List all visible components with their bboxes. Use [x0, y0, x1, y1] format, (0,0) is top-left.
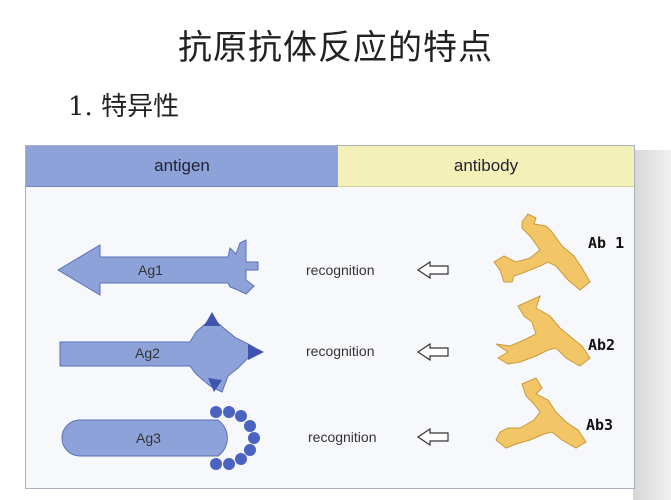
antibody-ab3: Ab3 — [496, 378, 613, 448]
antigen-ag1: Ag1 — [58, 240, 258, 295]
recognition-label-2: recognition — [306, 343, 375, 359]
recognition-label-3: recognition — [308, 429, 377, 445]
antibody-ab1: Ab 1 — [494, 214, 624, 290]
antibody-label-ab1: Ab 1 — [588, 234, 624, 252]
antigen-ag3: Ag3 — [62, 406, 260, 470]
antigen-label-ag1: Ag1 — [138, 262, 163, 278]
antibody-label-ab2: Ab2 — [588, 336, 615, 354]
recognition-label-1: recognition — [306, 262, 375, 278]
left-arrow-icon — [418, 344, 448, 360]
antibody-label-ab3: Ab3 — [586, 416, 613, 434]
left-arrow-icon — [418, 429, 448, 445]
antigen-ag2: Ag2 — [60, 312, 264, 392]
antigen-label-ag3: Ag3 — [136, 430, 161, 446]
left-arrow-icon — [418, 262, 448, 278]
antibody-ab2: Ab2 — [496, 296, 615, 366]
antigen-label-ag2: Ag2 — [135, 345, 160, 361]
